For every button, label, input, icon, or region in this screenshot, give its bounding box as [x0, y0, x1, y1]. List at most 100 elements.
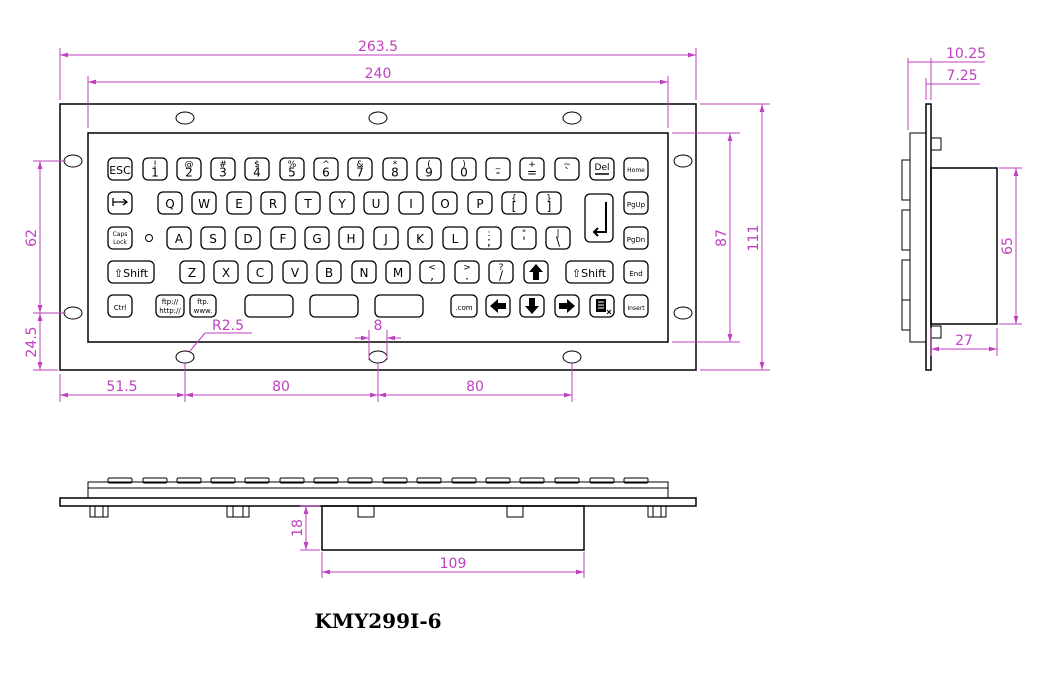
bottom-keycap-profile [623, 477, 649, 484]
key-bracket[interactable]: }] [536, 191, 562, 215]
key-arrow-up[interactable] [523, 260, 549, 284]
key-arrow-down[interactable] [519, 294, 545, 318]
key-shift-label: ! [153, 160, 157, 170]
key-letter[interactable]: T [295, 191, 321, 215]
key-letter[interactable]: K [407, 226, 433, 250]
key-main-label: ' [522, 235, 525, 249]
key-space-2[interactable] [309, 294, 359, 318]
key-bracket[interactable]: {[ [501, 191, 527, 215]
key-letter[interactable]: H [338, 226, 364, 250]
key-letter[interactable]: C [247, 260, 273, 284]
key-row1[interactable]: )0 [451, 157, 477, 181]
key-letter[interactable]: M [385, 260, 411, 284]
key-row1[interactable]: Del [589, 157, 615, 181]
key-letter[interactable]: Z [179, 260, 205, 284]
key-arrow-left[interactable] [485, 294, 511, 318]
key-main-label: 1 [151, 166, 159, 180]
mounting-hole [63, 154, 83, 168]
key-punct[interactable]: >. [454, 260, 480, 284]
key-letter[interactable]: G [304, 226, 330, 250]
key-punct[interactable]: <, [419, 260, 445, 284]
key-letter[interactable]: U [363, 191, 389, 215]
key-letter[interactable]: J [373, 226, 399, 250]
key-arrow-right[interactable] [554, 294, 580, 318]
key-punct[interactable]: |\ [545, 226, 571, 250]
key-label: ftp. [197, 298, 209, 306]
key-letter[interactable]: P [467, 191, 493, 215]
side-dimensions: 10.25 7.25 65 27 [907, 46, 1022, 356]
key-main-label: 9 [425, 166, 433, 180]
key-main-label: / [499, 269, 504, 283]
key-ftp-www[interactable]: ftp.www. [189, 294, 217, 318]
key-row1[interactable]: ~` [554, 157, 580, 181]
key-row1[interactable]: !1 [142, 157, 168, 181]
key-shift-label: ( [427, 160, 431, 170]
key-row1[interactable]: += [519, 157, 545, 181]
dim-side-7-25: 7.25 [946, 68, 977, 84]
key-main-label: X [222, 266, 230, 280]
arrow-up-icon [529, 264, 543, 280]
key-row1[interactable]: $4 [244, 157, 270, 181]
key-letter[interactable]: B [316, 260, 342, 284]
key-row1[interactable]: ^6 [313, 157, 339, 181]
mounting-hole [562, 350, 582, 364]
shift-key-label: ⇧Shift [114, 267, 149, 280]
key-letter[interactable]: I [398, 191, 424, 215]
key-row1[interactable]: &7 [347, 157, 373, 181]
key-end[interactable]: End [623, 260, 649, 284]
key-letter[interactable]: S [200, 226, 226, 250]
key-letter[interactable]: O [432, 191, 458, 215]
insert-key-label: Insert [627, 305, 645, 312]
key-pgdn[interactable]: PgDn [623, 226, 649, 250]
key-row1[interactable]: Home [623, 157, 649, 181]
side-key-profile [901, 299, 911, 331]
key-pgup[interactable]: PgUp [623, 191, 649, 215]
bottom-stud [357, 505, 375, 518]
key-letter[interactable]: V [282, 260, 308, 284]
key-menu[interactable] [589, 294, 615, 318]
mounting-hole [63, 306, 83, 320]
key-row1[interactable]: *8 [382, 157, 408, 181]
key-letter[interactable]: Q [157, 191, 183, 215]
key-dotcom[interactable]: .com [450, 294, 478, 318]
key-main-label: 7 [356, 166, 364, 180]
key-letter[interactable]: X [213, 260, 239, 284]
key-letter[interactable]: F [270, 226, 296, 250]
key-insert[interactable]: Insert [623, 294, 649, 318]
dim-inner-width: 240 [365, 66, 392, 82]
home-key-label: Home [627, 167, 645, 174]
bottom-keycaps [107, 477, 649, 484]
key-punct[interactable]: "' [511, 226, 537, 250]
key-letter[interactable]: L [442, 226, 468, 250]
key-letter[interactable]: W [191, 191, 217, 215]
key-ctrl[interactable]: Ctrl [107, 294, 133, 318]
key-enter[interactable] [584, 193, 614, 243]
key-left-shift[interactable]: ⇧Shift [107, 260, 155, 284]
key-row1[interactable]: #3 [210, 157, 236, 181]
key-right-shift[interactable]: ⇧Shift [565, 260, 614, 284]
side-key-profile [901, 209, 911, 251]
key-main-label: 3 [219, 166, 227, 180]
key-tab[interactable] [107, 191, 133, 215]
key-letter[interactable]: E [226, 191, 252, 215]
key-letter[interactable]: Y [329, 191, 355, 215]
key-punct[interactable]: :; [476, 226, 502, 250]
dim-bottom-18: 18 [290, 519, 306, 537]
key-letter[interactable]: N [351, 260, 377, 284]
key-shift-label: ? [499, 263, 504, 273]
key-letter[interactable]: R [260, 191, 286, 215]
key-row1[interactable]: (9 [416, 157, 442, 181]
key-punct[interactable]: ?/ [488, 260, 514, 284]
key-ftp-http[interactable]: ftp://http:// [155, 294, 185, 318]
key-row1[interactable]: @2 [176, 157, 202, 181]
key-main-label: J [383, 232, 388, 246]
key-shift-label: : [487, 229, 490, 239]
key-space-3[interactable] [374, 294, 424, 318]
key-row1[interactable]: _- [485, 157, 511, 181]
key-letter[interactable]: D [235, 226, 261, 250]
key-letter[interactable]: A [166, 226, 192, 250]
key-row1[interactable]: ESC [107, 157, 133, 181]
key-space-1[interactable] [244, 294, 294, 318]
key-row1[interactable]: %5 [279, 157, 305, 181]
